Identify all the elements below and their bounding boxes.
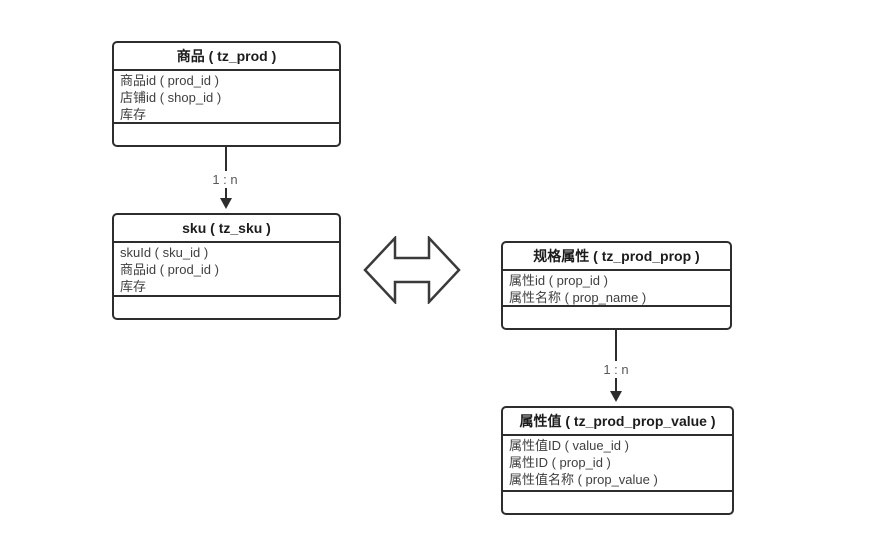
down-arrowhead-icon: [610, 391, 622, 402]
entity-prod-prop-title: 规格属性 ( tz_prod_prop ): [503, 243, 730, 271]
field-prop-value: 属性值名称 ( prop_value ): [509, 472, 658, 487]
entity-prod-prop-value-empty-section: [503, 492, 732, 513]
field-prod-id: 商品id ( prod_id ): [120, 262, 219, 277]
field-value-id: 属性值ID ( value_id ): [509, 438, 629, 453]
entity-prod-prop-value: 属性值 ( tz_prod_prop_value ) 属性值ID ( value…: [501, 406, 734, 515]
entity-prod-prop-value-title: 属性值 ( tz_prod_prop_value ): [503, 408, 732, 436]
field-sku-id: skuId ( sku_id ): [120, 245, 209, 260]
field-prod-id: 商品id ( prod_id ): [120, 73, 219, 88]
field-prop-name: 属性名称 ( prop_name ): [509, 290, 647, 305]
down-arrowhead-icon: [220, 198, 232, 209]
entity-sku-fields: skuId ( sku_id ) 商品id ( prod_id ) 库存: [114, 243, 339, 297]
entity-prod-title: 商品 ( tz_prod ): [114, 43, 339, 71]
entity-prod-fields: 商品id ( prod_id ) 店铺id ( shop_id ) 库存: [114, 71, 339, 124]
entity-prod-prop-fields: 属性id ( prop_id ) 属性名称 ( prop_name ): [503, 271, 730, 307]
field-prop-id: 属性ID ( prop_id ): [509, 455, 611, 470]
entity-prod: 商品 ( tz_prod ) 商品id ( prod_id ) 店铺id ( s…: [112, 41, 341, 147]
entity-prod-prop-empty-section: [503, 307, 730, 328]
field-shop-id: 店铺id ( shop_id ): [120, 90, 222, 105]
entity-prod-prop-value-fields: 属性值ID ( value_id ) 属性ID ( prop_id ) 属性值名…: [503, 436, 732, 492]
connector-prop-value-label: 1 : n: [599, 361, 633, 378]
double-headed-arrow-icon: [363, 236, 461, 304]
connector-prod-sku-label: 1 : n: [208, 171, 242, 188]
entity-sku: sku ( tz_sku ) skuId ( sku_id ) 商品id ( p…: [112, 213, 341, 320]
entity-sku-title: sku ( tz_sku ): [114, 215, 339, 243]
entity-sku-empty-section: [114, 297, 339, 318]
entity-prod-prop: 规格属性 ( tz_prod_prop ) 属性id ( prop_id ) 属…: [501, 241, 732, 330]
field-stock: 库存: [120, 279, 147, 294]
entity-prod-empty-section: [114, 124, 339, 145]
field-stock: 库存: [120, 107, 147, 122]
field-prop-id: 属性id ( prop_id ): [509, 273, 608, 288]
connector-prop-value-line: [615, 330, 617, 391]
